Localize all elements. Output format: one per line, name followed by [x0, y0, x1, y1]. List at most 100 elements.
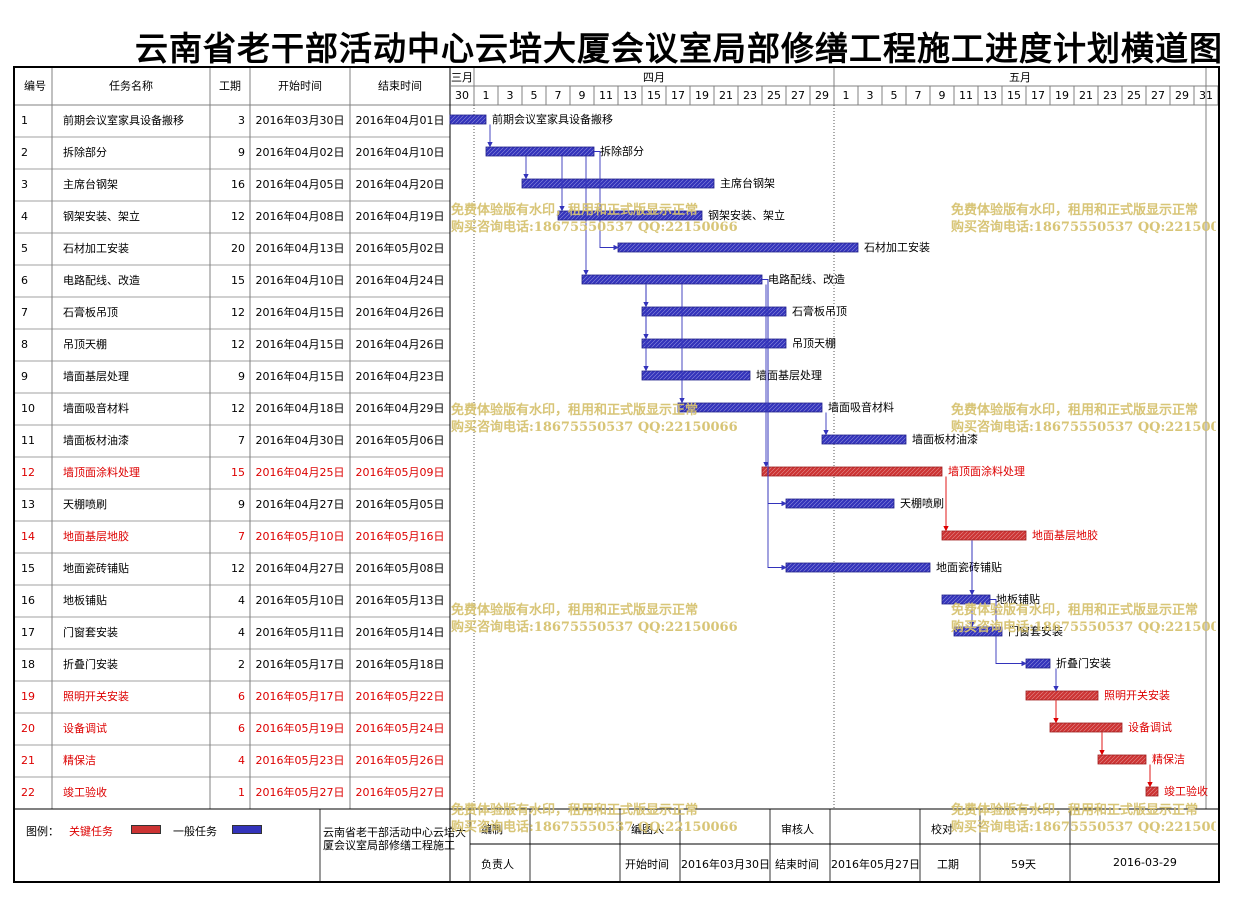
task-start: 2016年04月27日 — [256, 561, 345, 575]
task-bar — [617, 242, 859, 253]
task-duration: 7 — [238, 530, 245, 543]
footer-reviewer-label: 审核人 — [781, 823, 814, 836]
task-duration: 6 — [238, 722, 245, 735]
task-name: 墙面基层处理 — [63, 369, 129, 383]
watermark: 免费体验版有水印，租用和正式版显示正常购买咨询电话:18675550537 QQ… — [951, 403, 1216, 435]
task-bar — [1025, 658, 1051, 669]
task-name: 主席台钢架 — [63, 177, 118, 191]
watermark: 免费体验版有水印，租用和正式版显示正常购买咨询电话:18675550537 QQ… — [951, 203, 1216, 235]
task-name: 墙面吸音材料 — [63, 401, 129, 415]
task-id: 20 — [21, 722, 35, 735]
task-bar-label: 石材加工安装 — [864, 240, 930, 254]
task-name: 拆除部分 — [63, 145, 107, 159]
day-tick-label: 13 — [983, 89, 997, 102]
task-end: 2016年04月26日 — [356, 337, 445, 351]
footer-compile-label: 编制 — [481, 823, 503, 836]
task-bar — [1097, 754, 1147, 765]
day-tick-label: 17 — [671, 89, 685, 102]
day-tick-label: 7 — [555, 89, 562, 102]
task-name: 吊顶天棚 — [63, 337, 107, 351]
month-label: 五月 — [1009, 71, 1031, 84]
task-duration: 9 — [238, 498, 245, 511]
task-end: 2016年05月26日 — [356, 753, 445, 767]
task-bar-label: 拆除部分 — [600, 144, 644, 158]
task-name: 门窗套安装 — [63, 625, 118, 639]
task-id: 10 — [21, 402, 35, 415]
task-id: 2 — [21, 146, 28, 159]
day-tick-label: 21 — [1079, 89, 1093, 102]
task-bar-label: 墙面基层处理 — [756, 368, 822, 382]
task-end: 2016年04月29日 — [356, 401, 445, 415]
task-name: 前期会议室家具设备搬移 — [63, 113, 184, 127]
task-end: 2016年04月24日 — [356, 273, 445, 287]
day-tick-label: 13 — [623, 89, 637, 102]
task-id: 12 — [21, 466, 35, 479]
task-id: 5 — [21, 242, 28, 255]
task-duration: 4 — [238, 594, 245, 607]
task-end: 2016年05月02日 — [356, 241, 445, 255]
task-bar — [521, 178, 715, 189]
task-end: 2016年05月06日 — [356, 433, 445, 447]
task-bar-label: 地面瓷砖铺贴 — [936, 560, 1002, 574]
task-start: 2016年04月27日 — [256, 497, 345, 511]
task-id: 11 — [21, 434, 35, 447]
task-start: 2016年04月02日 — [256, 145, 345, 159]
task-bar-label: 墙面板材油漆 — [912, 432, 978, 446]
task-bar-label: 主席台钢架 — [720, 176, 775, 190]
task-id: 21 — [21, 754, 35, 767]
task-end: 2016年05月09日 — [356, 465, 445, 479]
task-duration: 12 — [231, 562, 245, 575]
task-duration: 12 — [231, 210, 245, 223]
legend-critical-label: 关键任务 — [69, 825, 113, 838]
task-id: 9 — [21, 370, 28, 383]
task-start: 2016年04月18日 — [256, 401, 345, 415]
task-id: 16 — [21, 594, 35, 607]
day-tick-label: 11 — [599, 89, 613, 102]
task-id: 1 — [21, 114, 28, 127]
task-end: 2016年05月22日 — [356, 689, 445, 703]
task-bar-label: 精保洁 — [1152, 752, 1185, 766]
task-start: 2016年05月11日 — [256, 625, 345, 639]
task-end: 2016年05月24日 — [356, 721, 445, 735]
task-bar-label: 天棚喷刷 — [900, 496, 944, 510]
task-bar — [1049, 722, 1123, 733]
day-tick-label: 25 — [767, 89, 781, 102]
task-duration: 2 — [238, 658, 245, 671]
task-duration: 4 — [238, 754, 245, 767]
day-tick-label: 15 — [1007, 89, 1021, 102]
task-bar-label: 电路配线、改造 — [768, 272, 845, 286]
task-duration: 4 — [238, 626, 245, 639]
task-name: 石材加工安装 — [63, 241, 129, 255]
task-id: 8 — [21, 338, 28, 351]
task-start: 2016年05月10日 — [256, 529, 345, 543]
task-id: 19 — [21, 690, 35, 703]
day-tick-label: 5 — [531, 89, 538, 102]
task-name: 精保洁 — [63, 753, 96, 767]
task-id: 22 — [21, 786, 35, 799]
task-end: 2016年05月05日 — [356, 497, 445, 511]
task-duration: 9 — [238, 146, 245, 159]
task-end: 2016年05月14日 — [356, 625, 445, 639]
task-name: 照明开关安装 — [63, 689, 129, 703]
day-tick-label: 5 — [891, 89, 898, 102]
day-tick-label: 17 — [1031, 89, 1045, 102]
month-label: 四月 — [643, 71, 665, 84]
col-header-start: 开始时间 — [278, 79, 322, 93]
day-tick-label: 3 — [507, 89, 514, 102]
task-bar-label: 墙顶面涂料处理 — [948, 464, 1025, 478]
legend-normal-label: 一般任务 — [173, 825, 217, 838]
task-end: 2016年05月16日 — [356, 529, 445, 543]
day-tick-label: 27 — [791, 89, 805, 102]
legend-normal-swatch — [232, 825, 262, 834]
task-duration: 15 — [231, 274, 245, 287]
task-id: 15 — [21, 562, 35, 575]
task-bar — [581, 274, 763, 285]
task-bar-label: 折叠门安装 — [1056, 656, 1111, 670]
task-start: 2016年04月05日 — [256, 177, 345, 191]
footer-start-value: 2016年03月30日 — [681, 858, 770, 871]
col-header-duration: 工期 — [219, 80, 241, 93]
task-duration: 6 — [238, 690, 245, 703]
task-duration: 12 — [231, 402, 245, 415]
task-start: 2016年05月17日 — [256, 657, 345, 671]
task-name: 地板铺贴 — [63, 593, 107, 607]
